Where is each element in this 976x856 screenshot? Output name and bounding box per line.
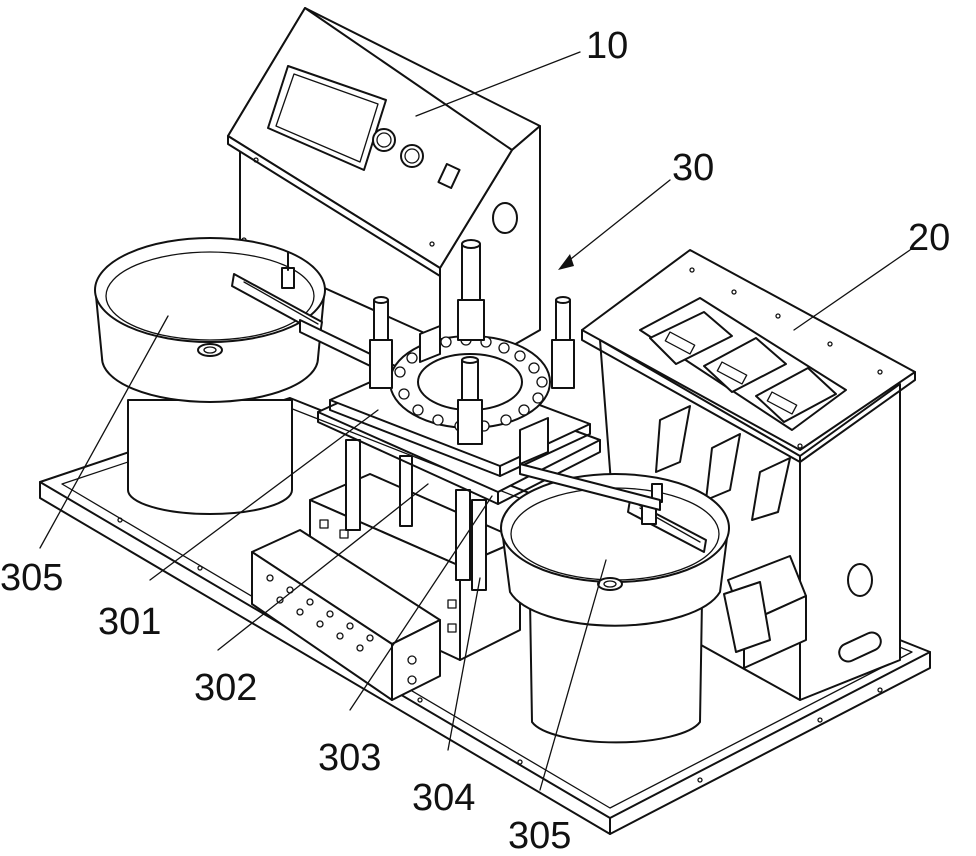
label-301: 301 — [98, 601, 161, 643]
power-switch — [437, 162, 461, 190]
control-cabinet — [227, 7, 541, 347]
side-bracket — [419, 325, 549, 465]
cabinet-port — [492, 202, 518, 234]
pneumatic-cylinders — [369, 239, 575, 445]
lift-columns — [345, 439, 487, 591]
label-304: 304 — [412, 777, 475, 819]
handle-slot — [838, 631, 882, 663]
feed-track-right — [519, 463, 661, 511]
label-20: 20 — [908, 217, 950, 259]
connector-block — [251, 529, 441, 701]
label-305-left: 305 — [0, 557, 63, 599]
label-10: 10 — [586, 25, 628, 67]
leader-lines — [39, 51, 911, 791]
label-305-right: 305 — [508, 815, 571, 856]
vibratory-feeder-right — [500, 463, 730, 744]
label-30: 30 — [672, 147, 714, 189]
valve-block — [723, 555, 807, 669]
label-303: 303 — [318, 737, 381, 779]
knob-2 — [400, 144, 424, 168]
label-302: 302 — [194, 667, 257, 709]
output-chutes — [649, 311, 837, 521]
vibratory-feeder-left — [94, 237, 421, 515]
display-screen — [267, 65, 387, 171]
callout-labels: 10 30 20 305 301 302 303 304 305 — [0, 25, 950, 856]
arrow-30 — [558, 254, 574, 270]
knob-1 — [372, 128, 396, 152]
side-port — [847, 563, 873, 597]
turntable-assembly — [309, 239, 601, 661]
